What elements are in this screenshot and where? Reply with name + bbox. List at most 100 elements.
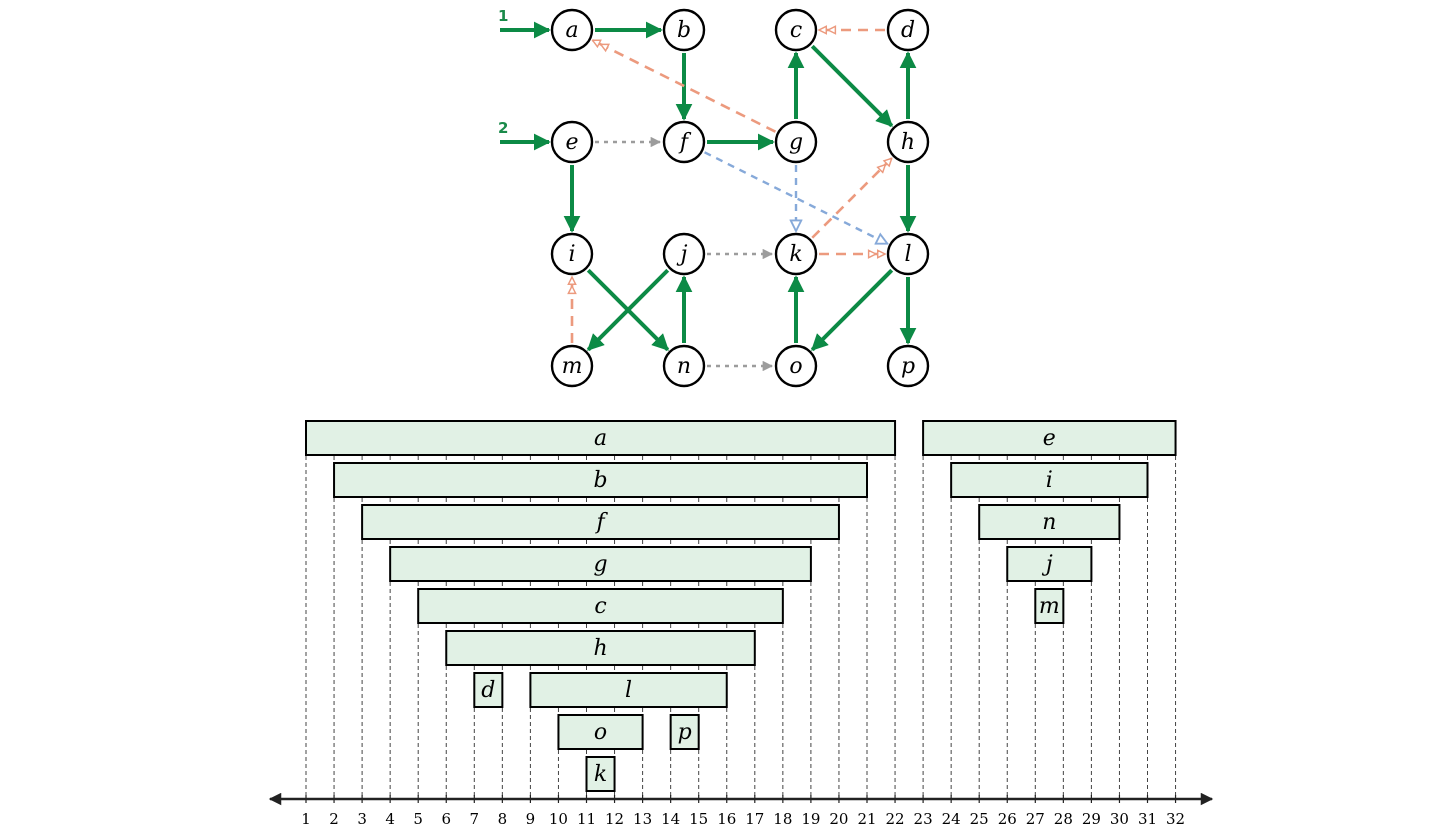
node-n: n <box>662 344 706 388</box>
interval-d: d <box>473 672 504 708</box>
node-label: k <box>789 242 802 267</box>
node-circle <box>774 120 818 164</box>
node-circle <box>886 8 930 52</box>
tick-label: 28 <box>1054 810 1073 828</box>
interval-e: e <box>922 420 1177 456</box>
interval-j: j <box>1006 546 1093 582</box>
tick-label: 27 <box>1026 810 1045 828</box>
tick-label: 22 <box>886 810 905 828</box>
interval-bar <box>978 504 1121 540</box>
interval-label: c <box>594 594 606 619</box>
tick-label: 4 <box>385 810 395 828</box>
tick-label: 32 <box>1166 810 1185 828</box>
node-label: b <box>677 18 691 43</box>
node-label: m <box>562 354 583 379</box>
node-b: b <box>662 8 706 52</box>
node-l: l <box>886 232 930 276</box>
interval-p: p <box>669 714 700 750</box>
node-circle <box>662 344 706 388</box>
interval-label: p <box>678 720 692 745</box>
interval-label: b <box>593 468 607 493</box>
node-circle <box>774 232 818 276</box>
edge-tree-c-h <box>810 44 894 128</box>
node-label: h <box>901 130 915 155</box>
tick-label: 13 <box>633 810 652 828</box>
tick-label: 26 <box>998 810 1017 828</box>
interval-bar <box>361 504 840 540</box>
node-circle <box>550 232 594 276</box>
node-circle <box>662 8 706 52</box>
interval-bar <box>557 714 644 750</box>
interval-b: b <box>333 462 868 498</box>
tick-label: 2 <box>329 810 339 828</box>
tick-label: 17 <box>745 810 764 828</box>
node-a: a <box>550 8 594 52</box>
interval-label: k <box>594 762 607 787</box>
interval-bar <box>333 462 868 498</box>
node-circle <box>550 120 594 164</box>
interval-label: m <box>1039 594 1060 619</box>
tick-label: 25 <box>970 810 989 828</box>
tick-label: 9 <box>526 810 536 828</box>
node-label: n <box>677 354 691 379</box>
node-label: l <box>904 242 911 267</box>
interval-c: c <box>417 588 784 624</box>
tick-label: 14 <box>661 810 680 828</box>
start-label-2: 2 <box>498 119 508 137</box>
interval-bar <box>1006 546 1093 582</box>
node-i: i <box>550 232 594 276</box>
tick-label: 6 <box>441 810 451 828</box>
node-circle <box>662 232 706 276</box>
node-circle <box>886 232 930 276</box>
node-label: d <box>901 18 915 43</box>
interval-label: l <box>625 678 632 703</box>
interval-label: g <box>593 552 607 577</box>
node-d: d <box>886 8 930 52</box>
interval-bar <box>529 672 728 708</box>
tick-label: 10 <box>549 810 568 828</box>
interval-g: g <box>389 546 812 582</box>
tick-label: 3 <box>357 810 367 828</box>
interval-bar <box>305 420 897 456</box>
interval-label: o <box>594 720 607 745</box>
node-g: g <box>774 120 818 164</box>
edge-back-k-h <box>811 158 891 239</box>
edge-tree-j-m <box>586 268 670 352</box>
node-circle <box>774 8 818 52</box>
node-label: i <box>568 242 575 267</box>
interval-l: l <box>529 672 728 708</box>
node-label: o <box>789 354 802 379</box>
interval-label: i <box>1046 468 1053 493</box>
node-label: e <box>565 130 578 155</box>
node-label: c <box>790 18 802 43</box>
tick-label: 11 <box>577 810 596 828</box>
tick-label: 19 <box>801 810 820 828</box>
interval-a: a <box>305 420 897 456</box>
tick-label: 15 <box>689 810 708 828</box>
interval-bar <box>417 588 784 624</box>
node-circle <box>550 8 594 52</box>
interval-o: o <box>557 714 644 750</box>
node-j: j <box>662 232 706 276</box>
tick-label: 24 <box>942 810 961 828</box>
interval-label: h <box>593 636 607 661</box>
interval-label: a <box>594 426 607 451</box>
node-circle <box>550 344 594 388</box>
interval-label: e <box>1043 426 1056 451</box>
interval-label: n <box>1042 510 1056 535</box>
node-label: a <box>565 18 578 43</box>
node-f: f <box>662 120 706 164</box>
interval-label: d <box>481 678 495 703</box>
edge-tree-l-o <box>810 268 894 352</box>
graph-edges: 12 <box>498 7 917 372</box>
node-circle <box>662 120 706 164</box>
interval-bar <box>445 630 756 666</box>
node-h: h <box>886 120 930 164</box>
interval-i: i <box>950 462 1149 498</box>
interval-bar <box>585 756 616 792</box>
interval-m: m <box>1034 588 1065 624</box>
interval-bar <box>473 672 504 708</box>
interval-bar <box>669 714 700 750</box>
